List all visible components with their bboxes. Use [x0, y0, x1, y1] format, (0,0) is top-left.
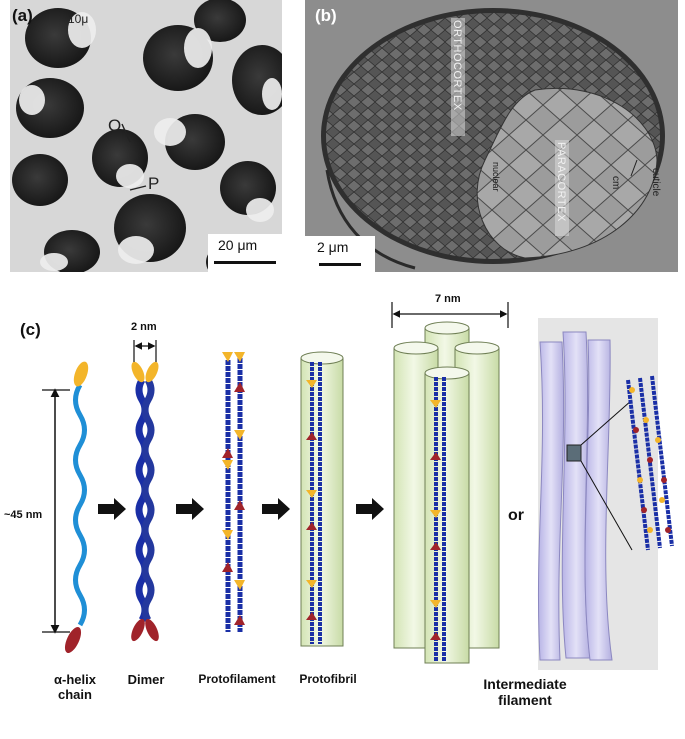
arrow-icon	[356, 498, 384, 520]
micrometer-mark: 10μ	[68, 12, 88, 26]
scale-bar-box-b: 2 μm	[305, 236, 375, 272]
zoom-region	[567, 445, 581, 461]
panel-label-a: (a)	[12, 6, 33, 26]
micrograph-b: (b) ORTHOCORTEX PARACORTEX cuticle nucle…	[305, 0, 678, 272]
panel-label-b: (b)	[315, 6, 337, 26]
keratin-assembly-diagram: ~45 nm 2 nm	[0, 280, 685, 680]
length-45nm-label: ~45 nm	[4, 509, 42, 521]
cm-label: cm	[610, 176, 621, 189]
caption-protofilament: Protofilament	[188, 672, 286, 686]
intermediate-filament	[392, 302, 508, 663]
arrow-icon	[262, 498, 290, 520]
scale-bar-b	[319, 263, 361, 266]
head-domain-icon	[71, 360, 91, 389]
orthocortex-label: ORTHOCORTEX	[451, 20, 463, 111]
caption-protofibril: Protofibril	[292, 672, 364, 686]
dimer-width-label: 2 nm	[131, 321, 157, 333]
region-p-label: P	[148, 174, 159, 194]
fibre-cross-sections	[10, 0, 282, 272]
region-o-label: O	[108, 116, 121, 136]
caption-alpha-helix: α-helix chain	[40, 672, 110, 702]
filament-width-label: 7 nm	[435, 293, 461, 305]
caption-intermediate-filament: Intermediate filament	[460, 676, 590, 708]
scale-bar-label-b: 2 μm	[317, 239, 348, 255]
caption-dimer: Dimer	[118, 672, 174, 687]
scale-bar-a	[214, 261, 276, 264]
fibre-tem	[305, 0, 678, 272]
arrow-icon	[98, 498, 126, 520]
arrow-icon	[176, 498, 204, 520]
micrograph-a: (a) 10μ O P 20 μm	[10, 0, 282, 272]
paracortex-label: PARACORTEX	[555, 142, 567, 222]
protofilament	[222, 352, 245, 632]
protofibril	[301, 352, 343, 646]
tail-domain-icon	[62, 625, 85, 655]
nuclear-remnant-label: nuclear	[491, 162, 501, 192]
twisted-filament-model	[538, 318, 672, 670]
cuticle-label: cuticle	[650, 168, 661, 196]
alpha-helix-chain	[42, 360, 91, 655]
scale-bar-box-a: 20 μm	[208, 234, 282, 272]
or-label: or	[508, 507, 524, 524]
dimer	[128, 340, 161, 643]
scale-bar-label-a: 20 μm	[218, 237, 257, 253]
